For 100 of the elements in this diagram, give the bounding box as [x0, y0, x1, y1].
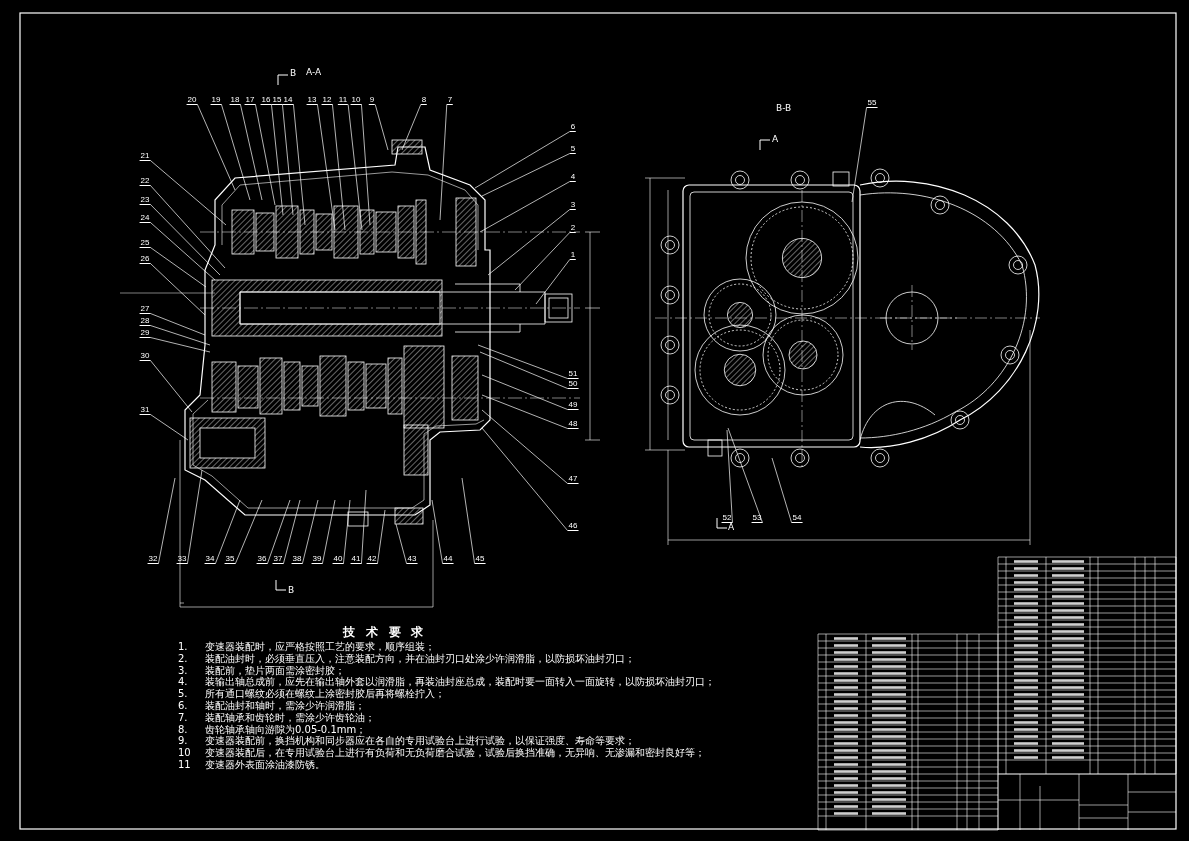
callout-number: 7	[446, 95, 454, 105]
leader-line	[481, 153, 571, 197]
leader-line	[150, 247, 207, 288]
callout-number: 9	[368, 95, 376, 105]
callout-number: 35	[224, 554, 236, 564]
leader-line	[302, 499, 319, 564]
callout-number: 32	[147, 554, 159, 564]
requirement-text: 装配前，垫片两面需涂密封胶；	[205, 664, 345, 676]
leader-line	[197, 104, 236, 191]
callout-number: 36	[256, 554, 268, 564]
callout-number: 45	[474, 554, 486, 564]
callout-number: 23	[139, 195, 151, 205]
item-number: 5.	[178, 688, 188, 700]
callout-number: 25	[139, 238, 151, 248]
callout-number: 28	[139, 316, 151, 326]
item-number: 4.	[178, 676, 188, 688]
callout-number: 22	[139, 176, 151, 186]
callout-number: 40	[332, 554, 344, 564]
leader-line	[150, 185, 226, 269]
callout-number: 53	[751, 513, 763, 523]
requirement-text: 装配油封时，必须垂直压入，注意装配方向，并在油封刃口处涂少许润滑脂，以防损坏油封刃口；	[205, 652, 635, 664]
callout-number: 15	[271, 95, 283, 105]
callout-number: 10	[350, 95, 362, 105]
leader-line	[150, 204, 221, 276]
leader-line	[514, 232, 571, 291]
leader-line	[283, 499, 301, 564]
callout-number: 33	[176, 554, 188, 564]
callout-number: 11	[337, 95, 349, 105]
callout-number: 19	[210, 95, 222, 105]
leader-line	[474, 131, 571, 189]
leader-line	[347, 104, 363, 231]
leader-line	[479, 181, 571, 233]
leader-line	[150, 337, 211, 353]
callout-number: 14	[282, 95, 294, 105]
leader-line	[158, 477, 176, 564]
leader-line	[150, 360, 193, 413]
leader-line	[395, 523, 407, 564]
leader-line	[271, 104, 284, 216]
leader-line	[481, 374, 568, 410]
callout-number: 29	[139, 328, 151, 338]
heading: 技术要求	[343, 626, 435, 640]
leader-line	[481, 394, 568, 429]
leader-line	[322, 499, 336, 564]
callout-number: 2	[569, 223, 577, 233]
leader-line	[439, 104, 448, 221]
requirement-text: 变速器外表面涂油漆防锈。	[205, 759, 325, 770]
callout-number: 1	[569, 250, 577, 260]
callout-number: 47	[567, 474, 579, 484]
callout-number: 37	[272, 554, 284, 564]
callout-number: 8	[420, 95, 428, 105]
leader-line	[726, 429, 733, 523]
leader-line	[477, 344, 568, 379]
section-label: B	[290, 69, 297, 79]
leader-line	[317, 104, 336, 231]
leader-line	[293, 104, 306, 226]
leader-line	[150, 325, 211, 346]
callout-number: 20	[186, 95, 198, 105]
leader-line	[221, 104, 251, 201]
callout-number: 34	[204, 554, 216, 564]
leader-line	[535, 259, 571, 305]
callout-number: 43	[406, 554, 418, 564]
leader-line	[431, 499, 443, 564]
requirement-text: 齿轮轴承轴向游隙为0.05-0.1mm；	[205, 723, 367, 735]
item-number: 7.	[178, 711, 188, 723]
callout-number: 30	[139, 351, 151, 361]
callout-number: 44	[442, 554, 454, 564]
leader-line	[240, 104, 263, 201]
item-number: 3.	[178, 664, 188, 676]
item-number: 1.	[178, 641, 188, 652]
leader-line	[150, 160, 227, 226]
leader-line	[255, 104, 276, 206]
callout-number: 46	[567, 521, 579, 531]
callout-number: 54	[791, 513, 803, 523]
callout-number: 55	[866, 98, 878, 108]
callout-number: 39	[311, 554, 323, 564]
section-label: A	[728, 523, 735, 533]
item-number: 6.	[178, 700, 188, 711]
callout-number: 13	[306, 95, 318, 105]
section-label: A-A	[306, 68, 322, 78]
callout-number: 38	[291, 554, 303, 564]
leader-line	[727, 427, 763, 523]
requirement-text: 装配油封和轴时，需涂少许润滑脂；	[205, 700, 365, 711]
requirement-text: 所有通口螺纹必须在螺纹上涂密封胶后再将螺栓拧入；	[205, 688, 445, 700]
callout-number: 27	[139, 304, 151, 314]
callout-number: 41	[350, 554, 362, 564]
leader-line	[187, 469, 203, 564]
callout-number: 17	[244, 95, 256, 105]
callout-number: 26	[139, 254, 151, 264]
leader-line	[479, 351, 568, 389]
callout-number: 6	[569, 122, 577, 132]
callout-number: 52	[721, 513, 733, 523]
requirement-text: 变速器装配时，应严格按照工艺的要求，顺序组装；	[205, 641, 435, 652]
callout-number: 18	[229, 95, 241, 105]
item-number: 9.	[178, 735, 188, 747]
callout-number: 42	[366, 554, 378, 564]
leader-line	[343, 499, 351, 564]
leader-line	[461, 477, 475, 564]
callout-number: 12	[321, 95, 333, 105]
leader-line	[267, 499, 291, 564]
leader-line	[235, 499, 263, 564]
